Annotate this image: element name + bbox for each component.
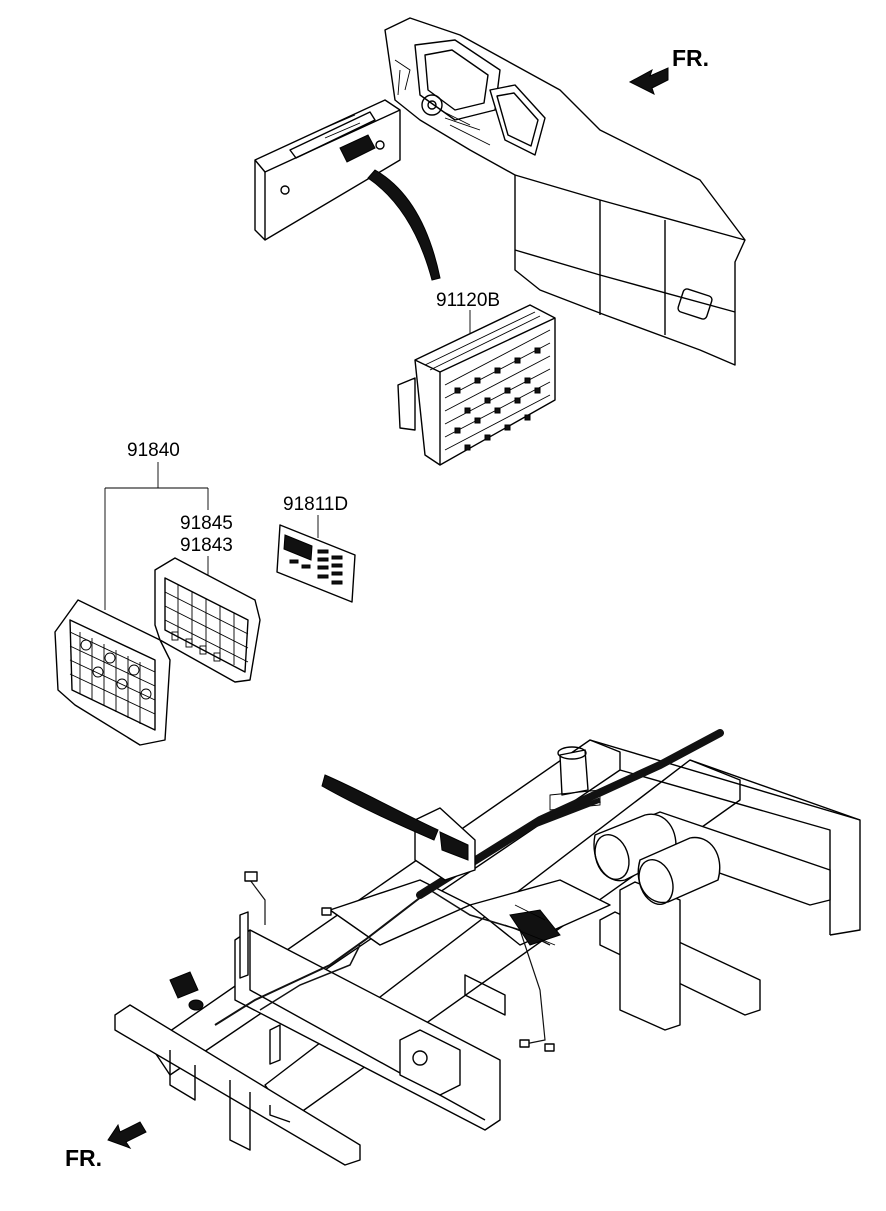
fr-label-top: FR. [672, 45, 709, 71]
label-cover-upper-b: 91843 [180, 535, 233, 556]
air-dryer-illustration [549, 746, 601, 811]
location-arrow-top [367, 169, 441, 281]
air-tanks-illustration [593, 813, 721, 905]
label-fuse-label: 91811D [283, 494, 348, 515]
label-cover-upper-a: 91845 [180, 513, 233, 534]
fr-label-bottom: FR. [65, 1145, 102, 1171]
location-arrow-bottom [321, 774, 439, 841]
front-arrow-top [628, 67, 669, 95]
label-cover-assembly: 91840 [127, 440, 180, 461]
chassis-frame-illustration [114, 739, 861, 1166]
wiring-harness-illustration [169, 729, 724, 1052]
label-fuse-box: 91120B [436, 290, 500, 311]
fuse-label-illustration [276, 524, 356, 603]
front-arrow-bottom [107, 1121, 147, 1149]
upper-cover-illustration [154, 557, 261, 683]
lower-cover-illustration [54, 599, 171, 746]
fuse-box-illustration [397, 304, 556, 466]
dashboard-illustration [254, 17, 746, 366]
